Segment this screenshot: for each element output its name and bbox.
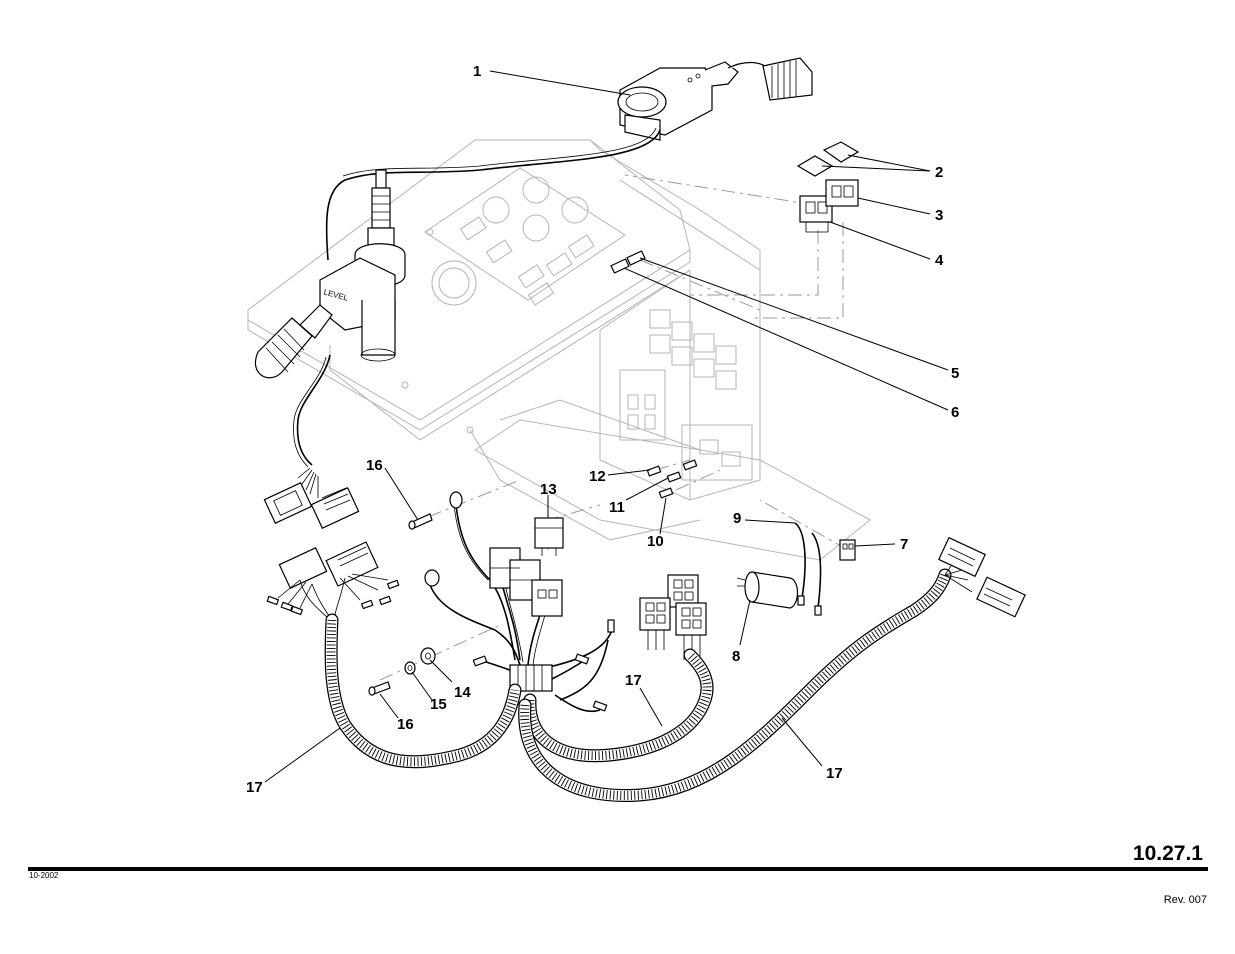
panel-switch-parts [610,250,646,274]
date-code: 10-2002 [29,871,59,880]
callout-17-left: 17 [246,779,263,796]
callout-16-screw-lower: 16 [397,716,414,733]
harness-conduit-item-17 [324,568,952,803]
callout-11: 11 [609,499,625,516]
callout-10: 10 [647,533,664,550]
footer-rule [28,867,1208,871]
joystick-controller-left: LEVEL [255,169,406,379]
revision-label: Rev. 007 [1163,894,1207,906]
fuse-parts [646,459,698,499]
control-panel-ghost [247,139,871,561]
callout-15: 15 [430,696,447,713]
screw-parts [368,513,433,696]
harness-connector-right [938,536,1026,618]
relay-item-13 [534,517,564,556]
washer-parts [404,647,436,675]
callout-12: 12 [589,468,606,485]
leader-lines [264,70,949,783]
callout-6: 6 [951,404,959,421]
callout-8: 8 [732,648,740,665]
central-wire-bundle [424,491,615,713]
callout-2: 2 [935,164,943,181]
callout-5: 5 [951,365,959,382]
callout-16-screw-upper: 16 [366,457,383,474]
callout-1: 1 [473,63,481,80]
callout-7: 7 [900,536,908,553]
relay-sockets-left [489,547,563,617]
callout-9: 9 [733,510,741,527]
harness-connector-upper-left [263,467,360,530]
callout-17-middle: 17 [625,672,642,689]
harness-connector-lower-left [266,541,400,621]
joystick-cable-left [296,354,331,466]
joystick-controller-top [617,57,813,141]
relay-sockets-right [639,574,707,660]
connector-item-7 [839,539,856,561]
page-number: 10.27.1 [1132,842,1203,865]
rocker-switch-parts [796,141,860,233]
callout-labels: 1 2 3 4 5 6 7 8 9 10 11 12 13 14 15 16 1… [246,63,959,796]
jumper-wires-item-9 [794,522,822,616]
callout-17-right: 17 [826,765,843,782]
callout-3: 3 [935,207,943,224]
capacitor-item-8 [736,571,799,609]
callout-14: 14 [454,684,471,701]
callout-13: 13 [540,481,557,498]
joystick-cable-top [325,129,661,261]
callout-4: 4 [935,252,944,269]
